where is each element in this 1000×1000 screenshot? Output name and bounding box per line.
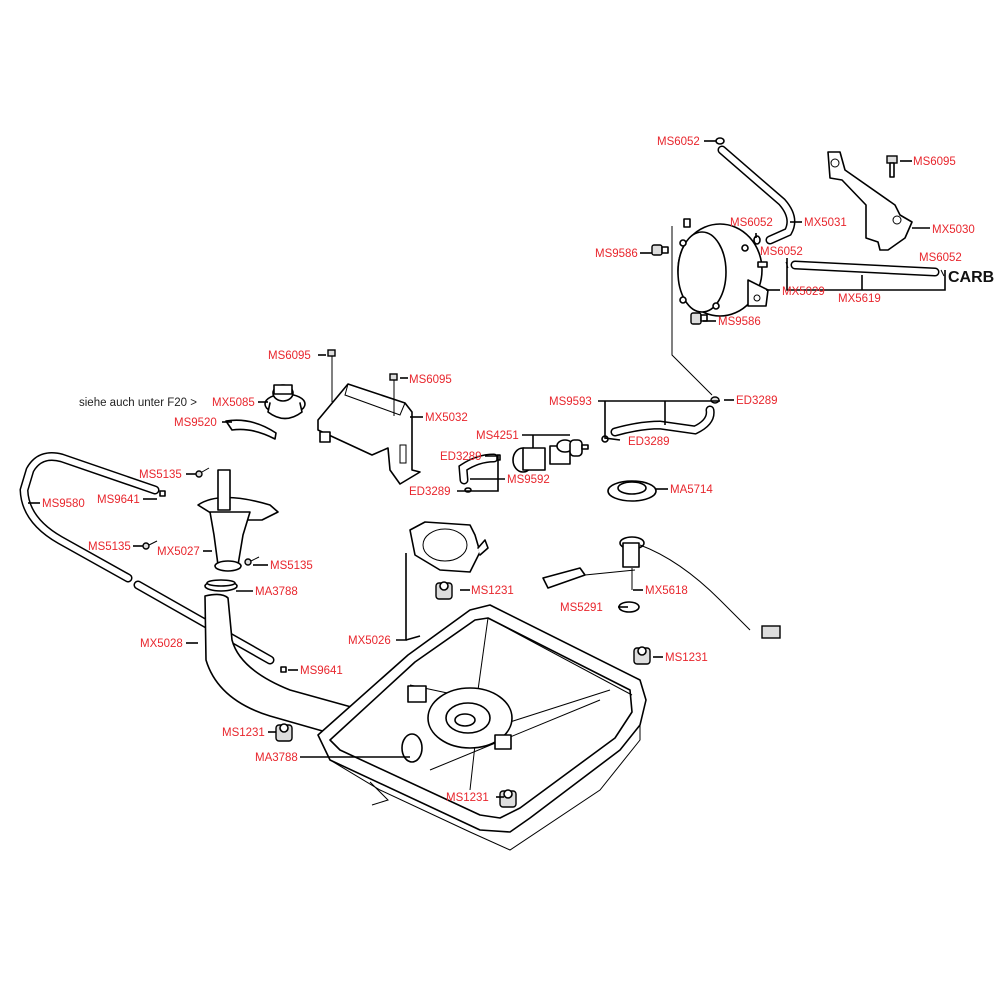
label-ms6095-center[interactable]: MS6095 xyxy=(409,374,452,386)
label-mx5619[interactable]: MX5619 xyxy=(838,293,881,305)
label-ma3788-top[interactable]: MA3788 xyxy=(255,586,298,598)
label-ms6052-pump[interactable]: MS6052 xyxy=(760,246,803,258)
screw-ms5135-right xyxy=(244,556,260,566)
hose-clamp-ma3788-top xyxy=(204,579,238,592)
label-ms5135-top[interactable]: MS5135 xyxy=(139,469,182,481)
see-also-note: siehe auch unter F20 > xyxy=(79,397,197,409)
label-mx5026[interactable]: MX5026 xyxy=(348,635,391,647)
gasket-ms9520 xyxy=(225,419,277,440)
label-ed3289-hose[interactable]: ED3289 xyxy=(628,436,670,448)
hose-clip-ms9641-top xyxy=(159,490,166,497)
label-ms5135-right[interactable]: MS5135 xyxy=(270,560,313,572)
label-mx5031[interactable]: MX5031 xyxy=(804,217,847,229)
bolt-ms6095-center xyxy=(389,373,398,416)
lock-ring-ma5714 xyxy=(607,480,657,502)
label-ms6052-carb[interactable]: MS6052 xyxy=(919,252,962,264)
cap-mx5085 xyxy=(264,384,306,420)
label-ms5291[interactable]: MS5291 xyxy=(560,602,603,614)
label-ms9586-left[interactable]: MS9586 xyxy=(595,248,638,260)
label-mx5028[interactable]: MX5028 xyxy=(140,638,183,650)
fuel-filter-ms4251 xyxy=(512,439,589,473)
label-ed3289-right[interactable]: ED3289 xyxy=(736,395,778,407)
label-ms6095-bracket-right[interactable]: MS6095 xyxy=(913,156,956,168)
label-mx5030[interactable]: MX5030 xyxy=(932,224,975,236)
bracket-mx5032 xyxy=(317,383,421,485)
hose-clip-ms6052-carb xyxy=(940,269,945,277)
fuel-pump-mx5029 xyxy=(677,218,769,317)
label-ma5714[interactable]: MA5714 xyxy=(670,484,713,496)
fuel-sender-mx5618 xyxy=(542,536,781,639)
label-ms9641-bottom[interactable]: MS9641 xyxy=(300,665,343,677)
fuel-filter-group xyxy=(458,396,720,502)
hose-clamp-ma3788-bottom xyxy=(401,733,423,763)
label-ms4251[interactable]: MS4251 xyxy=(476,430,519,442)
screw-ms9586-bottom xyxy=(690,312,708,325)
screw-ms9586-left xyxy=(651,244,669,256)
label-mx5027[interactable]: MX5027 xyxy=(157,546,200,558)
nut-ms1231-bottom xyxy=(499,789,517,808)
hose-clip-ms9641-bottom xyxy=(280,666,287,673)
label-ms9586-bottom[interactable]: MS9586 xyxy=(718,316,761,328)
label-ed3289-filter-top[interactable]: ED3289 xyxy=(440,451,482,463)
bolt-ms6095-left xyxy=(327,349,336,402)
nut-ms1231-right xyxy=(633,646,651,665)
label-ms6095-left[interactable]: MS6095 xyxy=(268,350,311,362)
leader-lines xyxy=(28,140,946,798)
label-ms1231-bottom[interactable]: MS1231 xyxy=(446,792,489,804)
label-mx5029[interactable]: MX5029 xyxy=(782,286,825,298)
label-ms9592[interactable]: MS9592 xyxy=(507,474,550,486)
bolt-ms6095-right xyxy=(886,155,898,178)
filler-cap-group xyxy=(225,349,421,485)
clip-ed3289-right xyxy=(710,396,720,404)
label-ms1231-left[interactable]: MS1231 xyxy=(222,727,265,739)
label-ms9520[interactable]: MS9520 xyxy=(174,417,217,429)
label-mx5618[interactable]: MX5618 xyxy=(645,585,688,597)
label-ms1231-right[interactable]: MS1231 xyxy=(665,652,708,664)
screw-ms5135-left xyxy=(142,540,158,550)
label-ms5135-left[interactable]: MS5135 xyxy=(88,541,131,553)
label-mx5032[interactable]: MX5032 xyxy=(425,412,468,424)
nut-ms1231-left xyxy=(275,723,293,742)
hose-clip-ms6052-top xyxy=(715,137,725,145)
label-ma3788-bottom[interactable]: MA3788 xyxy=(255,752,298,764)
label-ms6052-mid[interactable]: MS6052 xyxy=(730,217,773,229)
label-ms1231-top[interactable]: MS1231 xyxy=(471,585,514,597)
label-mx5085[interactable]: MX5085 xyxy=(212,397,255,409)
fuel-pump-group xyxy=(651,137,945,396)
label-ms9593[interactable]: MS9593 xyxy=(549,396,592,408)
label-ed3289-filter-bottom[interactable]: ED3289 xyxy=(409,486,451,498)
bracket-mx5030 xyxy=(827,151,913,251)
nut-ms1231-top xyxy=(435,581,453,600)
label-ms9641-top[interactable]: MS9641 xyxy=(97,494,140,506)
screw-ms5135-top xyxy=(195,467,210,478)
fuel-tank-mx5026 xyxy=(317,521,647,851)
label-ms6052-top[interactable]: MS6052 xyxy=(657,136,700,148)
label-carb-destination: CARB xyxy=(948,269,994,286)
part-labels: MS6052 MS6095 MX5031 MS6052 MX5030 MS958… xyxy=(42,136,994,804)
filler-neck-mx5027 xyxy=(197,469,279,572)
label-ms9580[interactable]: MS9580 xyxy=(42,498,85,510)
